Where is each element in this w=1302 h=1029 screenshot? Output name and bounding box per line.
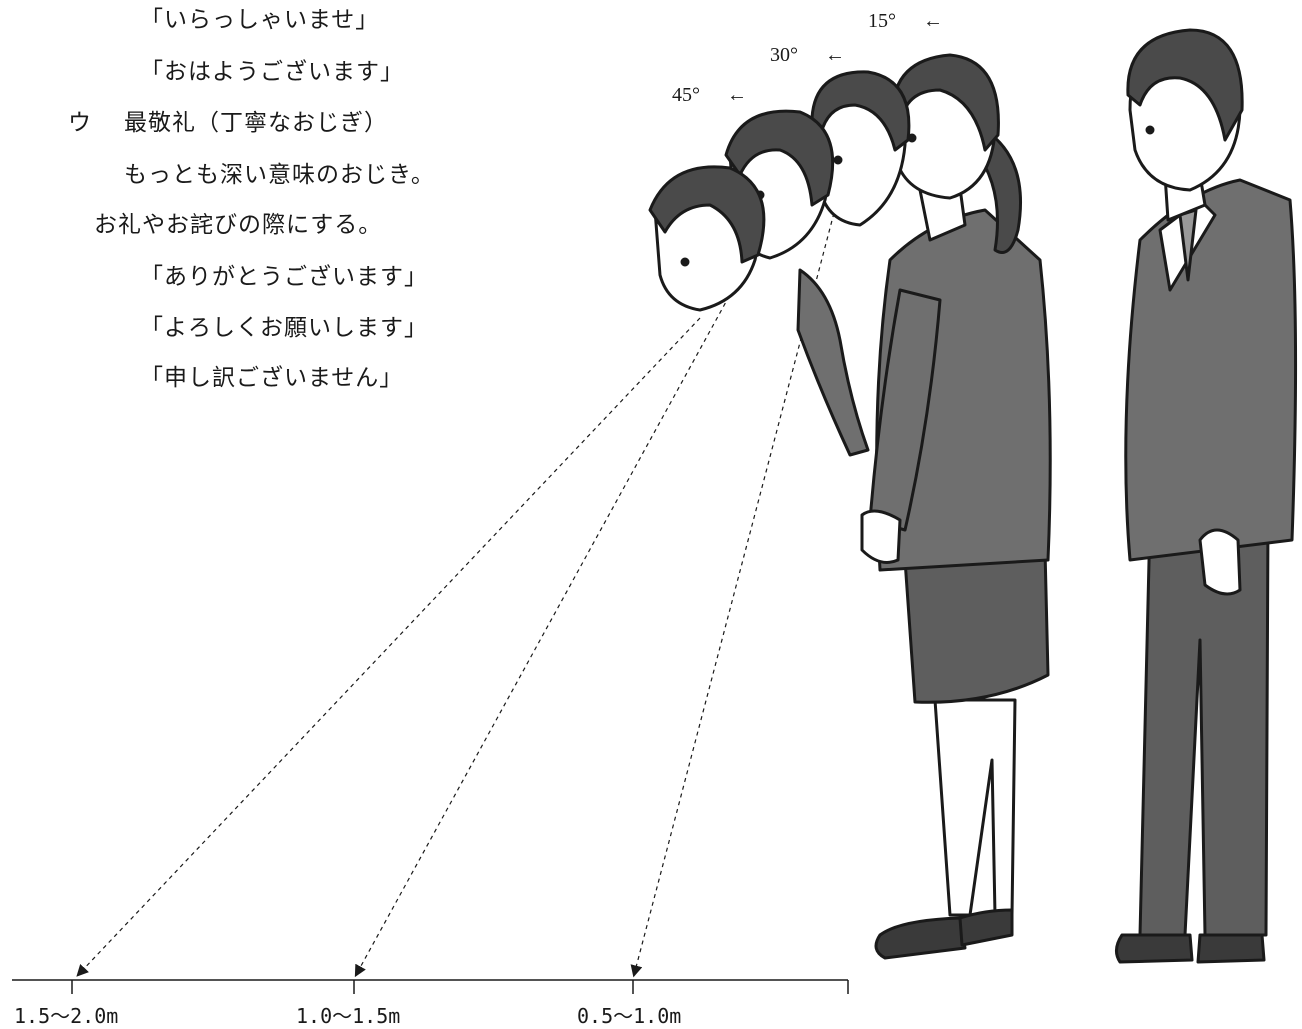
man-figure xyxy=(1115,28,1298,964)
angle-30-value: 30° xyxy=(770,44,798,66)
arrow-left-icon: ← xyxy=(825,44,845,66)
bow-head-30 xyxy=(810,70,911,227)
distance-label-far: 1.5～2.0m xyxy=(14,1004,119,1028)
item-title: 最敬礼（丁寧なおじぎ） xyxy=(124,110,388,136)
angle-label-15: 15° ← xyxy=(868,10,943,33)
arrow-left-icon: ← xyxy=(923,10,943,32)
angle-45-value: 45° xyxy=(672,84,700,106)
angle-15-value: 15° xyxy=(868,10,896,32)
sightlines xyxy=(76,189,841,978)
phrase-yoroshiku: 「よろしくお願いします」 xyxy=(140,315,428,341)
angle-label-30: 30° ← xyxy=(770,44,845,67)
ground-scale xyxy=(12,979,849,994)
arrow-left-icon: ← xyxy=(727,84,747,106)
sightline-45 xyxy=(76,317,701,977)
angle-label-45: 45° ← xyxy=(672,84,747,107)
woman-figure xyxy=(860,53,1052,960)
distance-label-mid: 1.0～1.5m xyxy=(296,1004,401,1028)
phrase-moushiwake: 「申し訳ございません」 xyxy=(140,365,404,391)
description-line-1: もっとも深い意味のおじき。 xyxy=(124,162,435,188)
greeting-irasshaimase: 「いらっしゃいませ」 xyxy=(140,7,380,33)
item-marker: ウ xyxy=(68,110,92,136)
bow-description: 「いらっしゃいませ」 「おはようございます」 ウ 最敬礼（丁寧なおじぎ） もっと… xyxy=(0,0,560,400)
distance-label-near: 0.5～1.0m xyxy=(577,1004,682,1028)
sightline-30 xyxy=(354,239,761,978)
greeting-ohayo: 「おはようございます」 xyxy=(140,59,404,85)
phrase-arigato: 「ありがとうございます」 xyxy=(140,264,428,290)
bow-head-deepest xyxy=(648,165,870,457)
description-line-2: お礼やお詫びの際にする。 xyxy=(94,212,383,238)
